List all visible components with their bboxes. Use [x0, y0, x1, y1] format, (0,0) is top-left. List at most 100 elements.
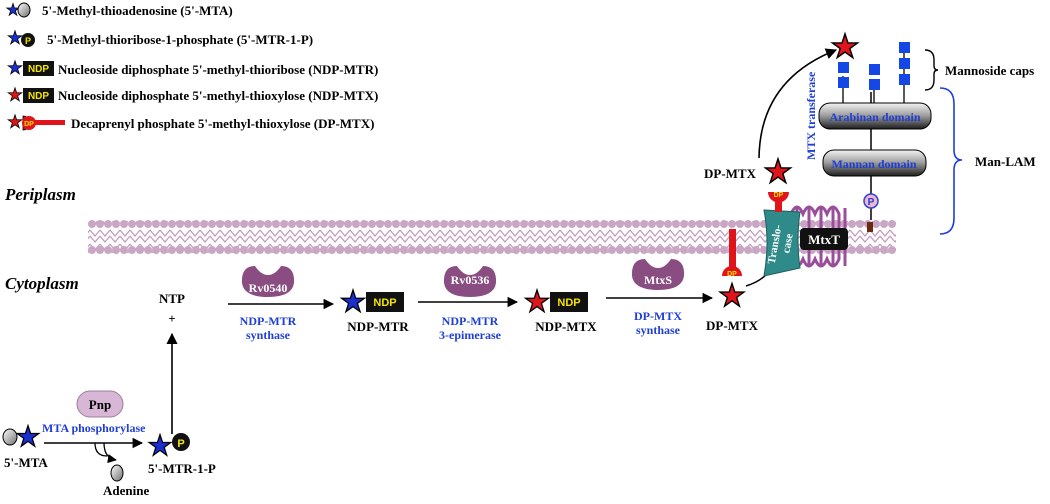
phospholipid-head — [192, 220, 200, 228]
phospholipid-head — [848, 220, 856, 228]
phospholipid-head — [880, 246, 888, 254]
phospholipid-head — [864, 246, 872, 254]
phospholipid-head — [504, 246, 512, 254]
phospholipid-head — [288, 220, 296, 228]
phospholipid-head — [512, 220, 520, 228]
phospholipid-head — [448, 246, 456, 254]
phospholipid-head — [664, 220, 672, 228]
phospholipid-head — [520, 220, 528, 228]
phospholipid-head — [424, 246, 432, 254]
phospholipid-head — [744, 246, 752, 254]
phospholipid-head — [288, 246, 296, 254]
phospholipid-head — [584, 220, 592, 228]
phospholipid-head — [128, 246, 136, 254]
phospholipid-head — [136, 246, 144, 254]
dp-mtx-periplasm-label: DP-MTX — [704, 166, 757, 181]
phospholipid-head — [184, 246, 192, 254]
phospholipid-head — [224, 220, 232, 228]
phospholipid-head — [160, 220, 168, 228]
phospholipid-head — [488, 246, 496, 254]
phospholipid-head — [576, 246, 584, 254]
phospholipid-head — [88, 246, 96, 254]
adenine-release-arrow — [103, 442, 117, 464]
ntp-label: NTP — [159, 291, 185, 306]
mtx-transferase-label: MTX transferase — [804, 71, 818, 160]
phospholipid-head — [320, 246, 328, 254]
phospholipid-head — [120, 246, 128, 254]
phospholipid-head — [432, 220, 440, 228]
ndp-badge-label: NDP — [28, 91, 49, 102]
dp-badge-label: DP — [727, 271, 737, 278]
phospholipid-head — [648, 220, 656, 228]
adenine-molecule — [110, 464, 124, 482]
phospholipid-head — [408, 220, 416, 228]
phospholipid-head — [400, 246, 408, 254]
phospholipid-head — [552, 220, 560, 228]
arabinan-domain-label: Arabinan domain — [829, 110, 920, 124]
phospholipid-head — [416, 220, 424, 228]
phospholipid-head — [128, 220, 136, 228]
dp-mtx-cytoplasm-molecule: DP — [717, 229, 747, 308]
phospholipid-head — [216, 246, 224, 254]
phospholipid-head — [248, 246, 256, 254]
mtxs-enzyme: MtxS — [631, 259, 685, 290]
phospholipid-head — [176, 246, 184, 254]
ndp-mtx-label: NDP-MTX — [535, 319, 597, 334]
phospholipid-head — [592, 220, 600, 228]
ndp-mtr-label: NDP-MTR — [347, 319, 409, 334]
phospholipid-head — [264, 246, 272, 254]
phospholipid-head — [688, 220, 696, 228]
translocase-protein: Translo- case — [763, 209, 801, 277]
mannoside-caps-label: Mannoside caps — [945, 63, 1034, 78]
phospholipid-head — [640, 246, 648, 254]
rv0536-label: Rv0536 — [451, 273, 490, 287]
phospholipid-head — [296, 220, 304, 228]
phospholipid-head — [472, 246, 480, 254]
adenine-release-curve — [94, 442, 108, 457]
phospholipid-head — [344, 220, 352, 228]
membrane-heads-bottom — [88, 246, 896, 254]
phospholipid-head — [416, 246, 424, 254]
phospholipid-head — [488, 220, 496, 228]
cell-membrane — [88, 220, 896, 254]
phospholipid-head — [536, 246, 544, 254]
phospholipid-head — [712, 246, 720, 254]
phospholipid-head — [552, 246, 560, 254]
phospholipid-head — [752, 246, 760, 254]
phospholipid-head — [264, 220, 272, 228]
phospholipid-head — [656, 246, 664, 254]
phospholipid-head — [384, 220, 392, 228]
phospholipid-head — [736, 220, 744, 228]
phospholipid-head — [760, 246, 768, 254]
phospholipid-head — [232, 220, 240, 228]
mtx-transfer-arrow — [758, 48, 838, 159]
legend-ndp-mtx-symbol: NDP — [6, 86, 54, 103]
phospholipid-head — [104, 246, 112, 254]
phospholipid-head — [400, 220, 408, 228]
dp-badge-label: DP — [24, 121, 34, 128]
phospholipid-head — [216, 220, 224, 228]
man-lam-bracket — [939, 87, 963, 235]
p-badge-label: P — [25, 36, 31, 46]
phospholipid-head — [888, 246, 896, 254]
phospholipid-head — [232, 246, 240, 254]
phospholipid-head — [856, 246, 864, 254]
phospholipid-head — [704, 246, 712, 254]
phospholipid-head — [224, 246, 232, 254]
phospholipid-head — [440, 220, 448, 228]
legend-label-dp-mtx: Decaprenyl phosphate 5'-methyl-thioxylos… — [71, 116, 374, 131]
ndp-badge-label: NDP — [28, 64, 49, 75]
phospholipid-head — [176, 220, 184, 228]
phospholipid-head — [800, 220, 808, 228]
membrane-heads-top — [88, 220, 896, 228]
mtr1p-molecule: P — [147, 432, 190, 457]
phospholipid-head — [544, 246, 552, 254]
epimerase-label-2: 3-epimerase — [439, 328, 502, 342]
rv0540-label: Rv0540 — [249, 281, 288, 295]
phospholipid-head — [592, 246, 600, 254]
phospholipid-head — [616, 246, 624, 254]
phospholipid-head — [384, 246, 392, 254]
phospholipid-head — [208, 220, 216, 228]
